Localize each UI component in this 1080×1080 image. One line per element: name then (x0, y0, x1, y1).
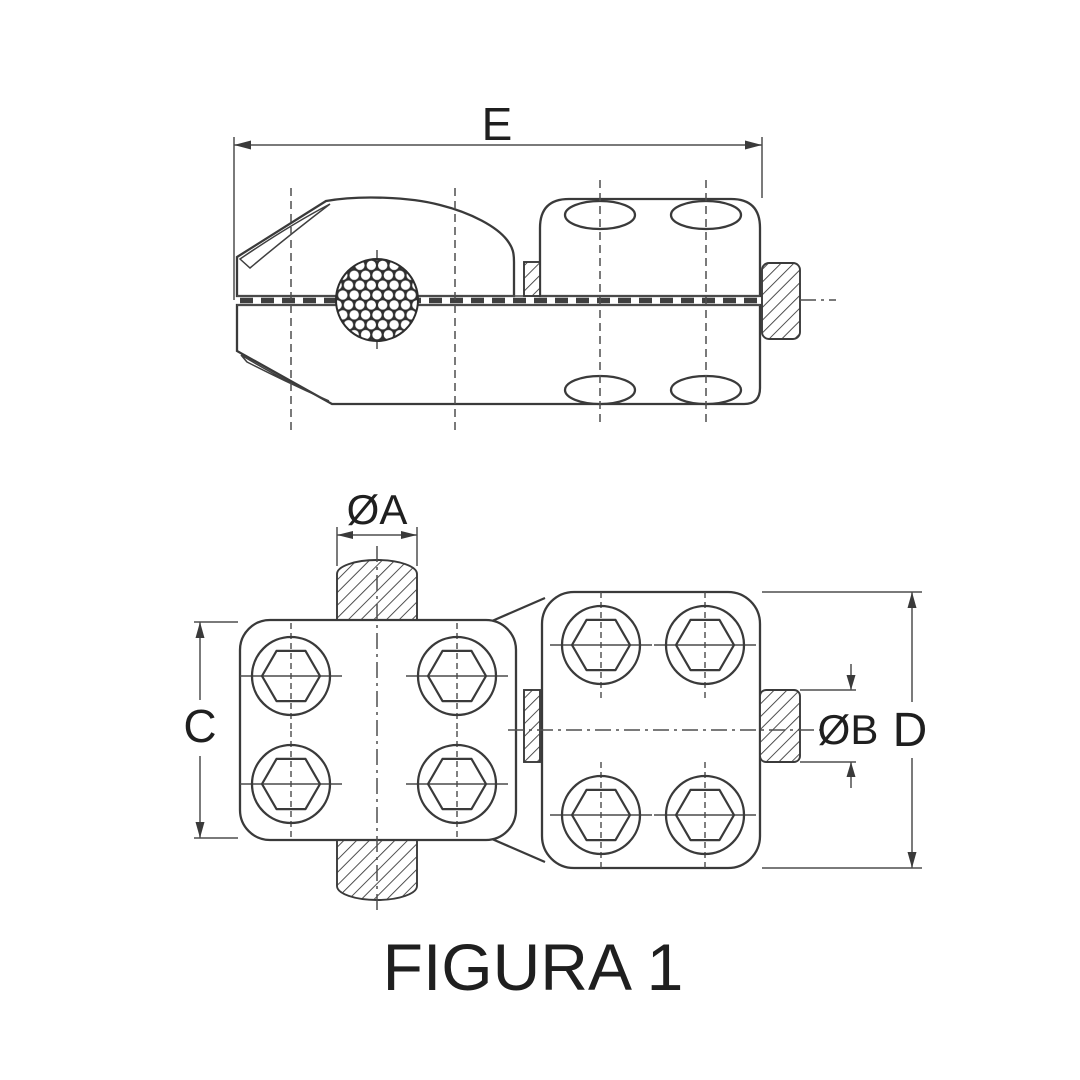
clamp-split-band (237, 295, 760, 306)
arrowhead (907, 592, 917, 608)
body-transition-edge (491, 837, 546, 864)
arrowhead (195, 822, 205, 838)
dimension-d: D (762, 591, 928, 869)
arrowhead (846, 675, 856, 690)
figure-caption: FIGURA 1 (383, 930, 684, 1004)
tap-stub (759, 689, 801, 763)
dim-label-oa: ØA (347, 486, 408, 533)
dimension-ob: ØB (800, 664, 878, 788)
arrowhead (337, 531, 353, 539)
arrowhead (846, 762, 856, 777)
clamp-body-left (238, 618, 518, 842)
chamfer-sliver (240, 354, 330, 402)
arrowhead (745, 140, 762, 150)
chamfer-sliver (238, 203, 331, 269)
tap-stub (761, 262, 801, 340)
arrowhead (234, 140, 251, 150)
dimension-c: C (183, 621, 238, 839)
spacer-washer (523, 261, 541, 297)
arrowhead (907, 852, 917, 868)
arrowhead (401, 531, 417, 539)
dimension-e: E (233, 98, 763, 300)
stranded-conductor-section (335, 258, 419, 342)
side-elevation-view: E (233, 98, 836, 430)
plan-view: ØA C (183, 486, 927, 910)
dim-label-d: D (893, 704, 928, 757)
body-transition-edge (491, 596, 546, 623)
dim-label-e: E (482, 98, 513, 150)
spacer-washer (523, 689, 541, 763)
dimension-oa: ØA (336, 486, 418, 566)
arrowhead (195, 622, 205, 638)
dim-label-c: C (183, 700, 216, 752)
dim-label-ob: ØB (818, 706, 879, 753)
